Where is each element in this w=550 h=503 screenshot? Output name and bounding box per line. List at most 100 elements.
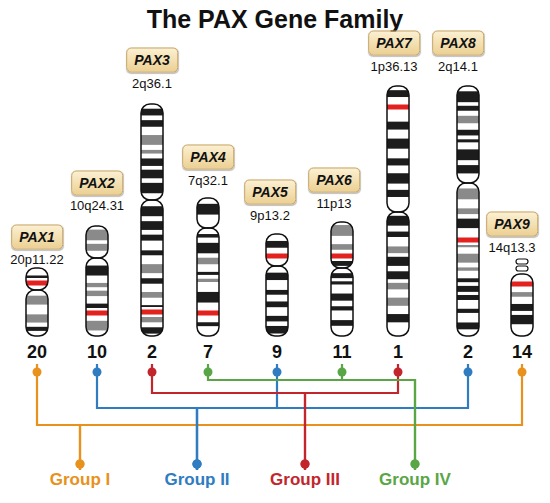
gene-label-box: PAX4	[182, 145, 234, 170]
band-gap	[387, 102, 409, 112]
chromosome-band	[197, 310, 219, 314]
chromosome-satellite	[516, 259, 528, 264]
chromosome-number: 7	[183, 340, 233, 364]
gene-locus-band	[86, 311, 108, 316]
chromosome-ideogram: 2	[453, 86, 483, 364]
group-connector	[208, 364, 415, 470]
chromosome-band	[141, 250, 163, 255]
chromosome-band	[387, 216, 409, 226]
group-label: Group II	[164, 470, 229, 490]
chromosome-band	[331, 244, 353, 250]
gene-label-box: PAX5	[244, 180, 296, 205]
chromosome-band	[141, 158, 163, 165]
chromosome-band	[141, 221, 163, 230]
group-name: Group II	[164, 470, 229, 490]
chromosome-body	[26, 268, 48, 336]
chromosome-band	[141, 109, 163, 116]
chromosome-ideogram: 1	[383, 86, 413, 364]
connector-dot	[518, 368, 527, 377]
connector-dot	[464, 368, 473, 377]
chromosome-band	[511, 304, 533, 311]
chromosome-band	[141, 150, 163, 154]
chromosome-ideogram: 10	[82, 226, 112, 364]
connector-dot	[204, 368, 213, 377]
chromosome-outline	[26, 268, 48, 290]
gene-locus-band	[26, 281, 48, 286]
chromosome-drawing	[327, 222, 357, 338]
chromosome-drawing	[137, 104, 167, 338]
chromosome-outline	[141, 200, 163, 336]
chromosome-number: 1	[373, 340, 423, 364]
chromosome-body	[457, 86, 479, 336]
chromosome-band	[457, 188, 479, 199]
chromosome-band	[387, 283, 409, 290]
chromosome-band	[86, 283, 108, 287]
chromosome-outline	[86, 226, 108, 258]
group-name: Group IV	[379, 470, 451, 490]
connector-dot	[193, 460, 202, 469]
chromosome-band	[331, 306, 353, 310]
band-location: 7q32.1	[188, 173, 228, 188]
chromosome-band	[197, 292, 219, 303]
chromosome-band	[387, 257, 409, 266]
chromosome-outline	[387, 86, 409, 212]
gene-label-box: PAX9	[486, 212, 538, 237]
chromosome-band	[387, 314, 409, 322]
chromosome-body	[331, 222, 353, 336]
gene-label-box: PAX2	[71, 171, 123, 196]
chromosome-band	[266, 301, 288, 307]
chromosome-band	[86, 244, 108, 251]
chromosome-band	[141, 120, 163, 127]
chromosome-number: 11	[317, 340, 367, 364]
chromosome-band	[266, 273, 288, 280]
connector-dot	[76, 460, 85, 469]
chromosome-band	[457, 295, 479, 300]
chromosome-band	[197, 272, 219, 275]
band-location: 2q36.1	[132, 76, 172, 91]
chromosome-drawing	[22, 268, 52, 338]
connector-dot	[93, 368, 102, 377]
gene-name: PAX8	[440, 35, 476, 52]
chromosome-band	[26, 314, 48, 322]
connector-dot	[338, 368, 347, 377]
chromosome-outline	[86, 258, 108, 336]
band-location: 10q24.31	[70, 198, 124, 213]
chromosome-outline	[457, 86, 479, 183]
chromosome-band	[26, 296, 48, 305]
group-connector	[80, 364, 522, 470]
chromosome-body	[86, 226, 108, 336]
chromosome-band	[141, 206, 163, 216]
chromosome-band	[141, 135, 163, 145]
chromosome-band	[457, 116, 479, 123]
chromosome-band	[387, 122, 409, 130]
chromosome-outline	[387, 212, 409, 336]
group-connector	[342, 364, 415, 470]
band-gap	[511, 279, 533, 289]
band-location: 2q14.1	[438, 59, 478, 74]
group-connector	[37, 364, 80, 470]
band-gap	[86, 308, 108, 318]
chromosome-band	[197, 258, 219, 265]
chromosome-band	[387, 173, 409, 183]
chromosome-drawing	[383, 86, 413, 338]
chromosome-outline	[197, 198, 219, 228]
chromosome-band	[457, 322, 479, 329]
gene-name: PAX5	[252, 184, 288, 201]
chromosome-band	[457, 130, 479, 136]
chromosome-band	[331, 294, 353, 301]
chromosome-body	[511, 274, 533, 336]
chromosome-band	[86, 230, 108, 241]
chromosome-number: 2	[443, 340, 493, 364]
gene-name: PAX7	[376, 35, 412, 52]
chromosome-band	[457, 149, 479, 160]
band-location: 11p13	[316, 196, 351, 211]
chromosome-number: 10	[72, 340, 122, 364]
chromosome-band	[387, 232, 409, 237]
connector-dot	[301, 460, 310, 469]
chromosome-band	[197, 234, 219, 238]
chromosome-band	[457, 286, 479, 292]
gene-locus-band	[387, 105, 409, 110]
chromosome-band	[457, 91, 479, 102]
chromosome-band	[26, 327, 48, 331]
